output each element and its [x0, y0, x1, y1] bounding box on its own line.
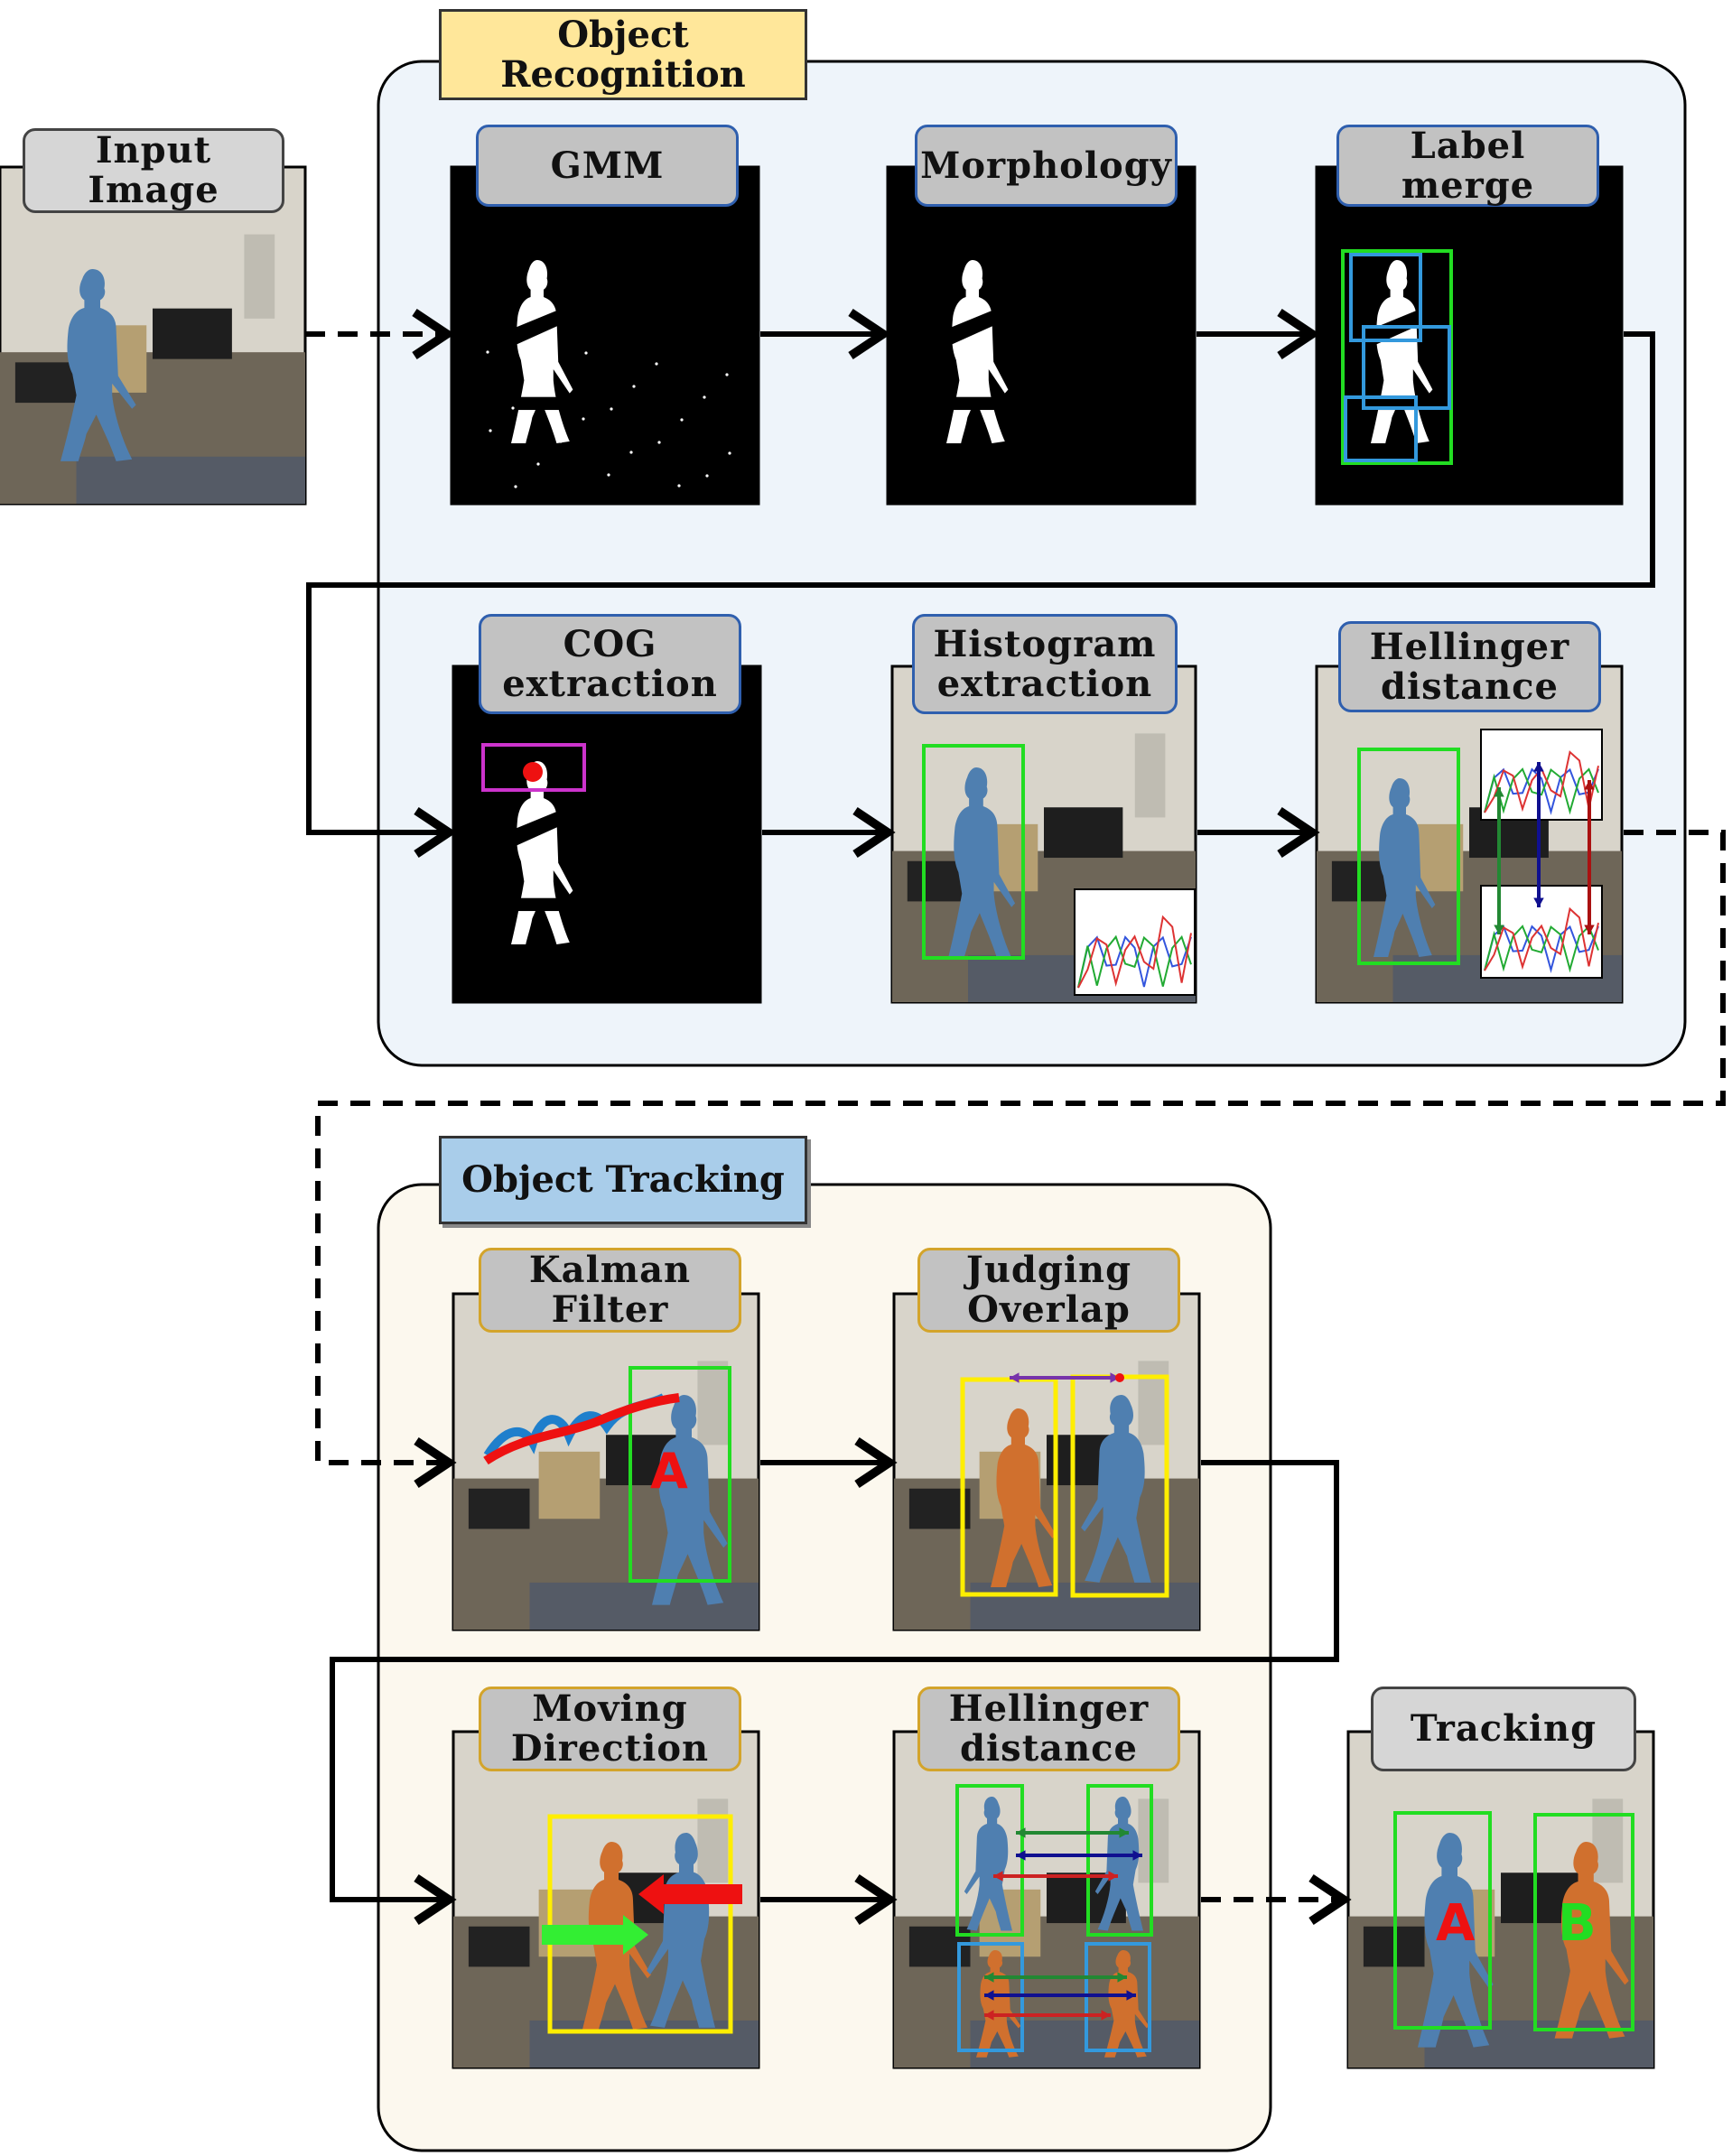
tracking-object-label-a: A — [1436, 1894, 1476, 1953]
stage-label-histogram-extraction: Histogram extraction — [912, 614, 1178, 714]
hellinger-1-person-box — [1357, 748, 1460, 965]
flow-recognition-to-tracking — [315, 830, 1726, 1488]
panel-morphology — [886, 165, 1197, 506]
panel-judging-overlap — [892, 1292, 1201, 1631]
recognition-title: Object Recognition — [439, 9, 807, 100]
stage-label-kalman-filter: Kalman Filter — [479, 1248, 741, 1333]
overlap-person-b — [991, 1408, 1057, 1587]
kalman-person — [652, 1395, 728, 1605]
tracking-person-b — [1554, 1842, 1629, 2039]
label-box-head — [1349, 253, 1422, 342]
panel-kalman — [452, 1292, 760, 1631]
panel-cog — [452, 664, 762, 1004]
tracking-title: Object Tracking — [439, 1136, 807, 1224]
panel-histogram — [890, 664, 1197, 1004]
stage-label-cog-extraction: COG extraction — [479, 614, 741, 714]
h2-person-top-right — [1094, 1797, 1143, 1931]
label-box-torso — [1362, 325, 1451, 410]
stage-label-input-image: Input Image — [23, 128, 284, 213]
panel-moving-direction — [452, 1730, 760, 2069]
h2-box-top-left — [955, 1784, 1024, 1937]
stage-label-gmm: GMM — [476, 125, 739, 207]
stage-label-label-merge: Label merge — [1336, 125, 1599, 207]
tracking-box-a — [1393, 1811, 1492, 2030]
input-person — [61, 269, 136, 461]
panel-label-merge — [1315, 165, 1624, 506]
stage-label-judging-overlap: Judging Overlap — [917, 1248, 1180, 1333]
stage-label-morphology: Morphology — [915, 125, 1178, 207]
cog-point — [523, 762, 543, 782]
kalman-person-box — [629, 1366, 731, 1583]
panel-gmm — [450, 165, 760, 506]
moving-person-a — [647, 1833, 715, 2028]
overlap-person-a — [1081, 1395, 1151, 1583]
panel-hellinger-1 — [1315, 664, 1624, 1004]
kalman-predicted-path — [483, 1393, 680, 1465]
tracking-object-label-b: B — [1558, 1894, 1597, 1953]
flow-overlap-to-direction — [330, 1460, 1339, 1925]
kalman-object-label-a: A — [650, 1443, 688, 1500]
moving-pair-box — [547, 1814, 733, 2034]
stage-label-hellinger-distance-1: Hellinger distance — [1338, 621, 1601, 712]
panel-tracking — [1346, 1730, 1655, 2069]
stage-label-hellinger-distance-2: Hellinger distance — [917, 1687, 1180, 1771]
tracking-person-a — [1418, 1833, 1494, 2048]
overlap-box-left — [960, 1377, 1058, 1597]
histogram-person — [947, 767, 1016, 960]
stage-label-tracking: Tracking — [1371, 1687, 1636, 1771]
label-box-legs — [1344, 395, 1418, 462]
tracking-box-b — [1533, 1813, 1634, 2031]
h2-box-top-right — [1086, 1784, 1153, 1937]
flow-arrows — [305, 309, 1726, 1925]
flow-label-merge-to-cog — [306, 331, 1655, 858]
cog-frame — [452, 664, 762, 1004]
hellinger-1-person — [1373, 778, 1436, 957]
stage-label-moving-direction: Moving Direction — [479, 1687, 741, 1771]
histogram-person-box — [922, 744, 1025, 960]
h2-person-top-left — [964, 1797, 1012, 1931]
cog-region-box — [481, 743, 586, 792]
panel-hellinger-2 — [892, 1730, 1201, 2069]
panel-input-image — [0, 165, 307, 506]
